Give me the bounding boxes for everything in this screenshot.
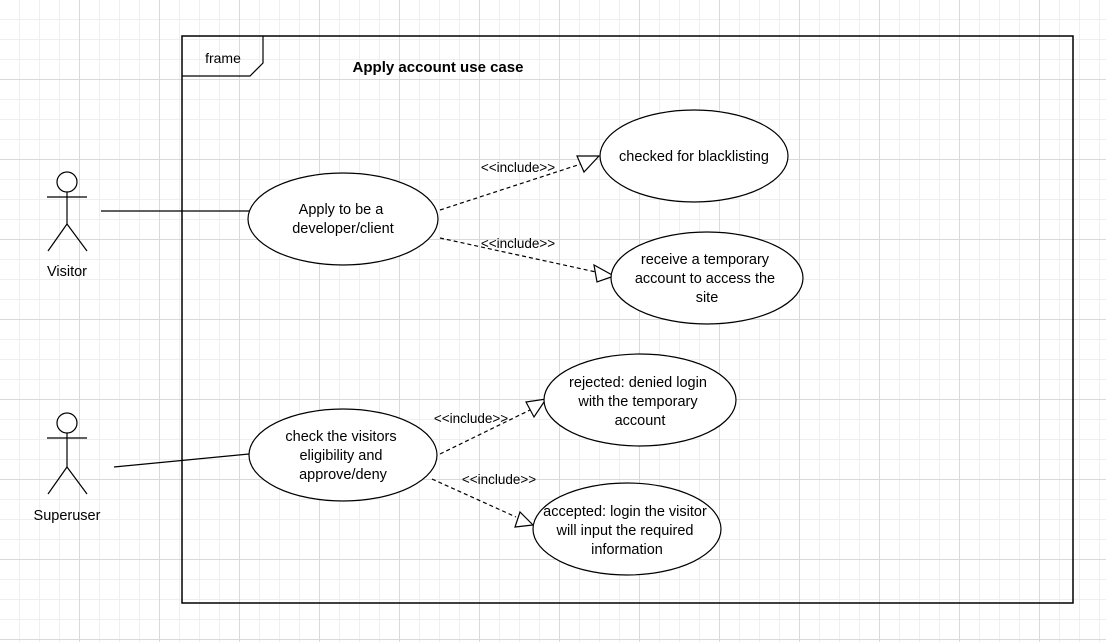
actor-visitor[interactable]: Visitor bbox=[47, 171, 88, 280]
actor-right-leg bbox=[66, 223, 88, 252]
actor-name: Visitor bbox=[47, 264, 87, 280]
actor-name: Superuser bbox=[34, 508, 101, 524]
include-apply-blacklist: <<include>> bbox=[439, 155, 601, 211]
actor-left-leg bbox=[47, 466, 68, 495]
use-case-ellipse bbox=[543, 353, 737, 447]
include-arrowhead bbox=[576, 155, 601, 174]
use-case-label: check the visitors eligibility and appro… bbox=[285, 429, 400, 483]
association-superuser-check bbox=[113, 453, 250, 468]
use-case-label: checked for blacklisting bbox=[619, 149, 769, 165]
actor-left-leg bbox=[47, 223, 68, 252]
include-label: <<include>> bbox=[481, 236, 555, 251]
diagram-title: Apply account use case bbox=[353, 59, 524, 76]
include-label: <<include>> bbox=[434, 411, 508, 426]
use-case-label: rejected: denied login with the temporar… bbox=[569, 375, 711, 429]
include-arrowhead bbox=[593, 263, 616, 283]
actor-head bbox=[56, 171, 78, 193]
actor-head bbox=[56, 412, 78, 434]
use-case-ellipse bbox=[248, 408, 438, 502]
include-label: <<include>> bbox=[462, 472, 536, 487]
include-label: <<include>> bbox=[481, 160, 555, 175]
include-arrowhead bbox=[514, 510, 535, 528]
use-case-ellipse bbox=[247, 172, 439, 266]
use-case-ellipse bbox=[599, 109, 789, 203]
use-case-label: receive a temporary account to access th… bbox=[635, 252, 779, 306]
frame-label: frame bbox=[205, 50, 241, 66]
include-arrowhead bbox=[525, 398, 548, 419]
use-case-ellipse bbox=[610, 231, 804, 325]
include-check-rejected: <<include>> bbox=[434, 398, 548, 455]
use-case-label: Apply to be a developer/client bbox=[292, 202, 394, 237]
actor-superuser[interactable]: Superuser bbox=[34, 412, 101, 524]
use-case-apply[interactable]: Apply to be a developer/client bbox=[247, 172, 439, 266]
include-line bbox=[431, 478, 517, 518]
frame-tab bbox=[182, 36, 264, 77]
use-case-rejected[interactable]: rejected: denied login with the temporar… bbox=[543, 353, 737, 447]
include-line bbox=[439, 409, 531, 455]
include-line bbox=[439, 162, 585, 211]
use-case-temp-account[interactable]: receive a temporary account to access th… bbox=[610, 231, 804, 325]
use-case-label: accepted: login the visitor will input t… bbox=[543, 504, 711, 558]
use-case-blacklist[interactable]: checked for blacklisting bbox=[599, 109, 789, 203]
use-case-check[interactable]: check the visitors eligibility and appro… bbox=[248, 408, 438, 502]
include-line bbox=[439, 237, 597, 273]
frame: frame Apply account use case bbox=[181, 35, 1074, 604]
frame-border bbox=[181, 35, 1074, 604]
actor-right-leg bbox=[66, 466, 88, 495]
use-case-accepted[interactable]: accepted: login the visitor will input t… bbox=[532, 482, 722, 576]
include-check-accepted: <<include>> bbox=[431, 472, 536, 528]
include-apply-temp-account: <<include>> bbox=[439, 236, 616, 283]
use-case-ellipse bbox=[532, 482, 722, 576]
